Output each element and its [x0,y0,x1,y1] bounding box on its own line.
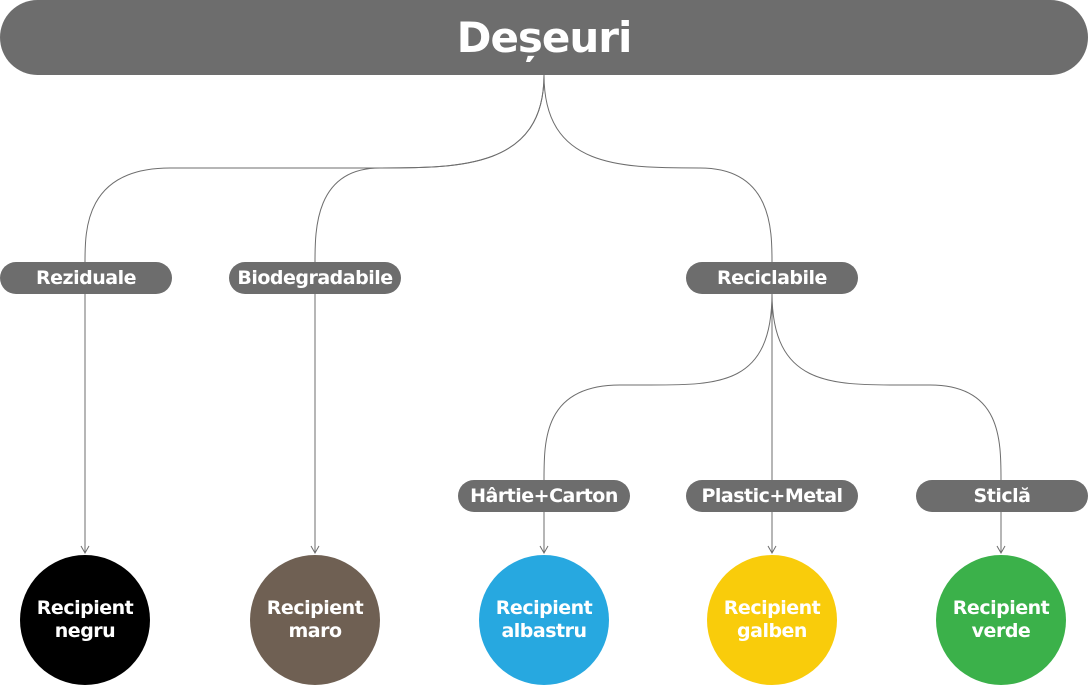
container-label-line2: maro [288,620,342,642]
container-label-line2: galben [737,620,807,642]
root-node-label: Deșeuri [456,13,633,62]
container-label-line1: Recipient [723,597,821,619]
subcategory-node-plastic-metal: Plastic+Metal [686,480,858,512]
container-label-line2: verde [971,620,1031,642]
subcategory-label-plastic-metal: Plastic+Metal [701,485,843,507]
container-recipient-maro: Recipient maro [250,555,380,685]
connector-root-to-reciclabile [543,74,773,263]
root-node-deseuri: Deșeuri [0,0,1088,75]
container-label-line1: Recipient [495,597,593,619]
category-node-reciclabile: Reciclabile [686,262,858,294]
container-label-line2: negru [54,620,116,642]
container-recipient-albastru: Recipient albastru [479,555,609,685]
category-label-reciclabile: Reciclabile [717,267,827,289]
subcategory-label-sticla: Sticlă [973,485,1031,507]
container-label-line2: albastru [501,620,587,642]
category-label-reziduale: Reziduale [36,267,136,289]
connector-root-to-biodegradabile [314,74,545,263]
category-label-biodegradabile: Biodegradabile [237,267,393,289]
container-recipient-negru: Recipient negru [20,555,150,685]
subcategory-node-sticla: Sticlă [916,480,1088,512]
subcategory-node-hartie-carton: Hârtie+Carton [458,480,630,512]
container-label-line1: Recipient [36,597,134,619]
container-recipient-verde: Recipient verde [936,555,1066,685]
container-label-line1: Recipient [952,597,1050,619]
category-node-reziduale: Reziduale [0,262,172,294]
connector-root-to-reziduale [84,74,545,263]
subcategory-label-hartie-carton: Hârtie+Carton [470,485,618,507]
container-recipient-galben: Recipient galben [707,555,837,685]
container-label-line1: Recipient [266,597,364,619]
connector-reciclabile-to-hartie [543,292,773,481]
connector-reciclabile-to-sticla [771,292,1002,481]
category-node-biodegradabile: Biodegradabile [229,262,401,294]
